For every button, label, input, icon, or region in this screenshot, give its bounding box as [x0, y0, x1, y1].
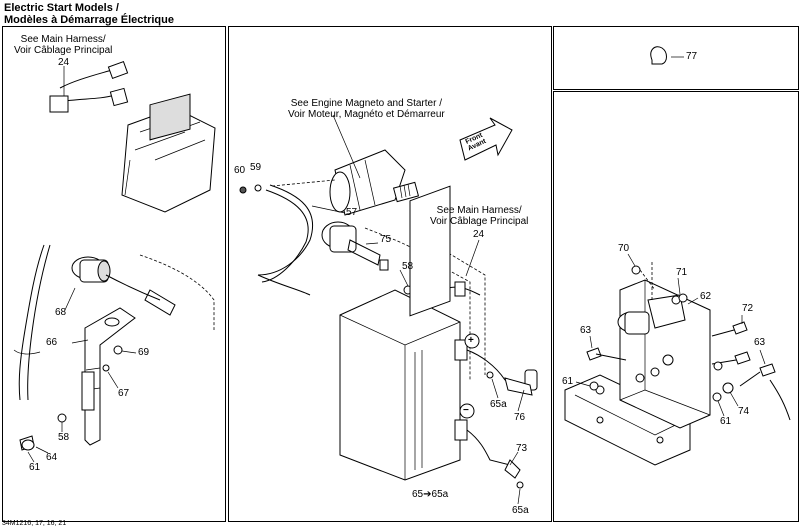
- label-part-68: 68: [55, 307, 67, 318]
- clip-77-drawing: [650, 46, 684, 65]
- diagram-title-line1: Electric Start Models /: [4, 2, 119, 14]
- label-part-76: 76: [514, 412, 526, 423]
- label-part-74: 74: [738, 406, 750, 417]
- label-part-24-left: 24: [58, 57, 70, 68]
- panel-top-right: [553, 26, 799, 90]
- label-part-61-right-b: 61: [720, 416, 732, 427]
- label-part-70: 70: [618, 243, 630, 254]
- label-part-24-center: 24: [473, 229, 485, 240]
- label-plus-terminal: +: [468, 335, 474, 346]
- label-part-69: 69: [138, 347, 150, 358]
- note-main-harness-center: See Main Harness/ Voir Câblage Principal: [430, 205, 529, 227]
- battery-starter-drawing: [239, 114, 538, 505]
- label-part-65a-top: 65a: [490, 399, 507, 410]
- label-part-59: 59: [250, 162, 262, 173]
- label-part-75: 75: [380, 234, 392, 245]
- diagram-title-line2: Modèles à Démarrage Électrique: [4, 14, 174, 26]
- label-part-63-left: 63: [580, 325, 592, 336]
- label-part-61-right-a: 61: [562, 376, 574, 387]
- label-part-72: 72: [742, 303, 754, 314]
- harness-left-drawing: [13, 60, 216, 463]
- label-part-67: 67: [118, 388, 130, 399]
- label-part-65-65a: 65➔65a: [412, 489, 449, 500]
- label-minus-terminal: −: [463, 405, 469, 416]
- label-part-57: 57: [346, 207, 358, 218]
- label-part-60: 60: [234, 165, 246, 176]
- diagram-title: Electric Start Models / Modèles à Démarr…: [4, 2, 174, 26]
- label-part-58-left: 58: [58, 432, 70, 443]
- label-part-64: 64: [46, 452, 58, 463]
- label-part-62: 62: [700, 291, 712, 302]
- label-part-65a-bottom: 65a: [512, 505, 529, 516]
- note-main-harness-left: See Main Harness/ Voir Câblage Principal: [14, 34, 113, 56]
- label-part-77: 77: [686, 51, 698, 62]
- drawing-code: 34M1216, 17, 16, 21: [2, 520, 67, 527]
- label-part-73: 73: [516, 443, 528, 454]
- label-part-66: 66: [46, 337, 58, 348]
- note-engine-magneto-starter: See Engine Magneto and Starter / Voir Mo…: [288, 98, 445, 120]
- label-part-61-left: 61: [29, 462, 41, 473]
- label-part-63-right: 63: [754, 337, 766, 348]
- relay-bracket-drawing: [564, 253, 791, 466]
- label-part-58-center: 58: [402, 261, 414, 272]
- label-part-71: 71: [676, 267, 688, 278]
